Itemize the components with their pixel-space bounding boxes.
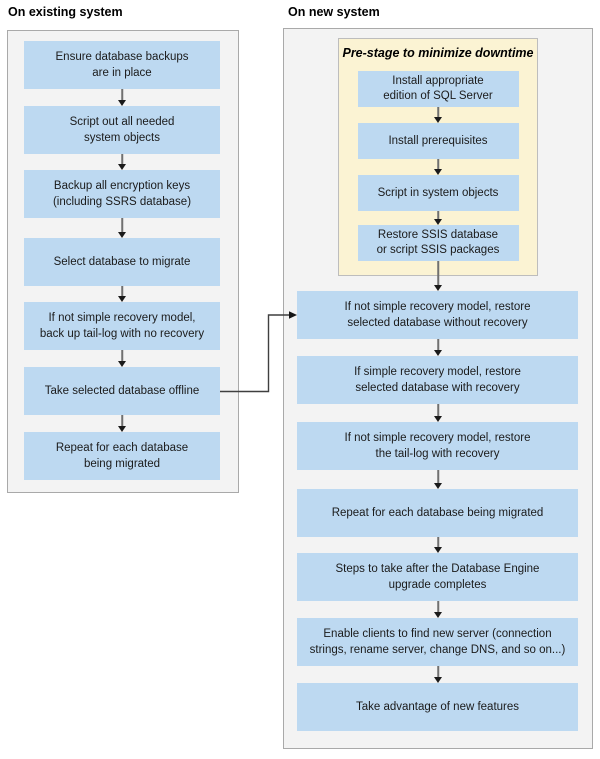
down-arrow-icon bbox=[434, 159, 443, 175]
down-arrow-icon bbox=[118, 154, 127, 170]
down-arrow-icon bbox=[434, 261, 443, 291]
flow-step-ensure-backups: Ensure database backups are in place bbox=[24, 41, 220, 89]
flow-step-take-offline: Take selected database offline bbox=[24, 367, 220, 415]
flow-step-script-in-objects: Script in system objects bbox=[357, 175, 519, 211]
down-arrow-icon bbox=[118, 415, 127, 432]
flow-step-backup-taillog: If not simple recovery model, back up ta… bbox=[24, 302, 220, 350]
down-arrow-icon bbox=[434, 470, 443, 489]
new-system-title: On new system bbox=[288, 5, 380, 19]
down-arrow-icon bbox=[434, 404, 443, 422]
down-arrow-icon bbox=[434, 211, 443, 225]
down-arrow-icon bbox=[434, 666, 443, 683]
flow-step-restore-without-recovery: If not simple recovery model, restore se… bbox=[297, 291, 578, 339]
flow-step-script-out-objects: Script out all needed system objects bbox=[24, 106, 220, 154]
flow-step-select-database: Select database to migrate bbox=[24, 238, 220, 286]
flow-step-restore-with-recovery: If simple recovery model, restore select… bbox=[297, 356, 578, 404]
down-arrow-icon bbox=[118, 286, 127, 302]
flow-step-backup-keys: Backup all encryption keys (including SS… bbox=[24, 170, 220, 218]
flow-step-enable-clients: Enable clients to find new server (conne… bbox=[297, 618, 578, 666]
flow-step-install-prereqs: Install prerequisites bbox=[357, 123, 519, 159]
down-arrow-icon bbox=[118, 89, 127, 106]
down-arrow-icon bbox=[434, 601, 443, 618]
down-arrow-icon bbox=[118, 218, 127, 238]
flow-step-post-upgrade: Steps to take after the Database Engine … bbox=[297, 553, 578, 601]
prestage-title: Pre-stage to minimize downtime bbox=[342, 46, 534, 60]
down-arrow-icon bbox=[118, 350, 127, 367]
down-arrow-icon bbox=[434, 537, 443, 553]
cross-column-connector-arrow bbox=[220, 311, 297, 393]
flow-step-new-features: Take advantage of new features bbox=[297, 683, 578, 731]
flow-step-restore-ssis: Restore SSIS database or script SSIS pac… bbox=[357, 225, 519, 261]
flow-step-repeat-new: Repeat for each database being migrated bbox=[297, 489, 578, 537]
down-arrow-icon bbox=[434, 107, 443, 123]
flow-step-repeat-existing: Repeat for each database being migrated bbox=[24, 432, 220, 480]
existing-system-title: On existing system bbox=[8, 5, 123, 19]
flow-step-install-sql: Install appropriate edition of SQL Serve… bbox=[357, 71, 519, 107]
down-arrow-icon bbox=[434, 339, 443, 356]
flow-step-restore-taillog: If not simple recovery model, restore th… bbox=[297, 422, 578, 470]
